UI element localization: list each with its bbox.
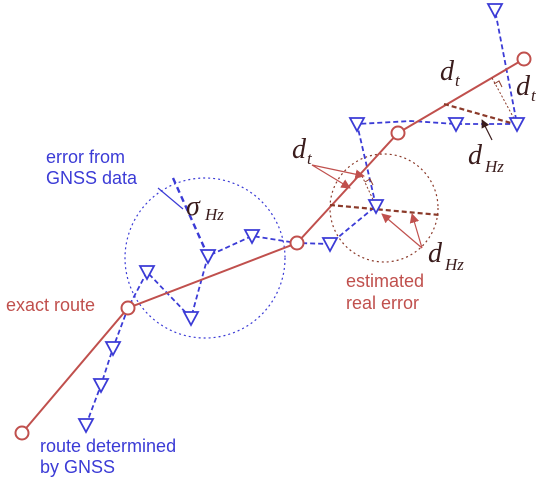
dt-symbol: d <box>440 56 455 87</box>
exact-route-markers <box>14 51 532 441</box>
gnss-point-icon <box>200 249 216 264</box>
route-determined-label-line2: by GNSS <box>40 457 115 477</box>
exact-point-icon <box>120 300 136 316</box>
gnss-point-icon <box>183 311 199 326</box>
arrow-dhz-2 <box>481 119 493 141</box>
arrow-dt-1a <box>311 164 351 189</box>
estimated-hz-line-2 <box>443 102 519 127</box>
perpendicular-line-1 <box>361 175 377 207</box>
dt-subscript: t <box>531 86 537 105</box>
dhz-symbol: d <box>468 140 483 171</box>
dhz-subscript: Hz <box>484 157 504 176</box>
exact-point-icon <box>390 125 406 141</box>
dt-symbol: d <box>292 134 307 165</box>
exact-route-line <box>21 58 525 434</box>
arrow-dt-1b <box>311 164 365 179</box>
estimated-error-circle <box>329 153 439 263</box>
dhz-label-2: d Hz <box>468 140 504 176</box>
arrow-dhz-1b <box>409 213 423 249</box>
perpendicular-line-2 <box>491 77 518 125</box>
gnss-error-circle <box>124 177 286 339</box>
gnss-route-line <box>85 9 519 426</box>
gnss-point-icon <box>487 3 503 18</box>
route-determined-label-line1: route determined <box>40 436 176 456</box>
sigma-subscript: Hz <box>204 205 224 224</box>
right-angle-mark-2 <box>493 80 503 88</box>
dt-symbol: d <box>516 71 531 102</box>
dhz-symbol: d <box>428 238 443 269</box>
exact-point-icon <box>516 51 532 67</box>
gnss-point-icon <box>93 378 109 393</box>
estimated-hz-line-1 <box>329 203 441 217</box>
arrow-dhz-1a <box>381 213 423 249</box>
gnss-point-icon <box>78 418 94 433</box>
exact-point-icon <box>14 425 30 441</box>
gnss-point-icon <box>322 237 338 252</box>
estimated-label-line2: real error <box>346 293 419 313</box>
dt-subscript: t <box>455 71 461 90</box>
estimated-label-line1: estimated <box>346 271 424 291</box>
sigma-symbol: σ <box>186 191 201 222</box>
error-from-label-line1: error from <box>46 147 125 167</box>
sigma-error-line <box>171 177 210 257</box>
dhz-label-1: d Hz <box>428 238 464 274</box>
gnss-point-icon <box>105 341 121 356</box>
gnss-point-markers <box>78 3 525 433</box>
exact-route-label: exact route <box>6 295 95 315</box>
error-from-label-line2: GNSS data <box>46 168 138 188</box>
right-angle-mark-1 <box>364 178 374 186</box>
dt-subscript: t <box>307 149 313 168</box>
dt-label-1: d t <box>292 134 313 168</box>
dt-label-2: d t <box>440 56 461 90</box>
dt-label-3: d t <box>516 71 537 105</box>
exact-point-icon <box>289 235 305 251</box>
arrow-error-from-gnss <box>157 187 184 210</box>
dhz-subscript: Hz <box>444 255 464 274</box>
gnss-point-icon <box>509 117 525 132</box>
sigma-hz-label: σ Hz <box>186 191 224 224</box>
